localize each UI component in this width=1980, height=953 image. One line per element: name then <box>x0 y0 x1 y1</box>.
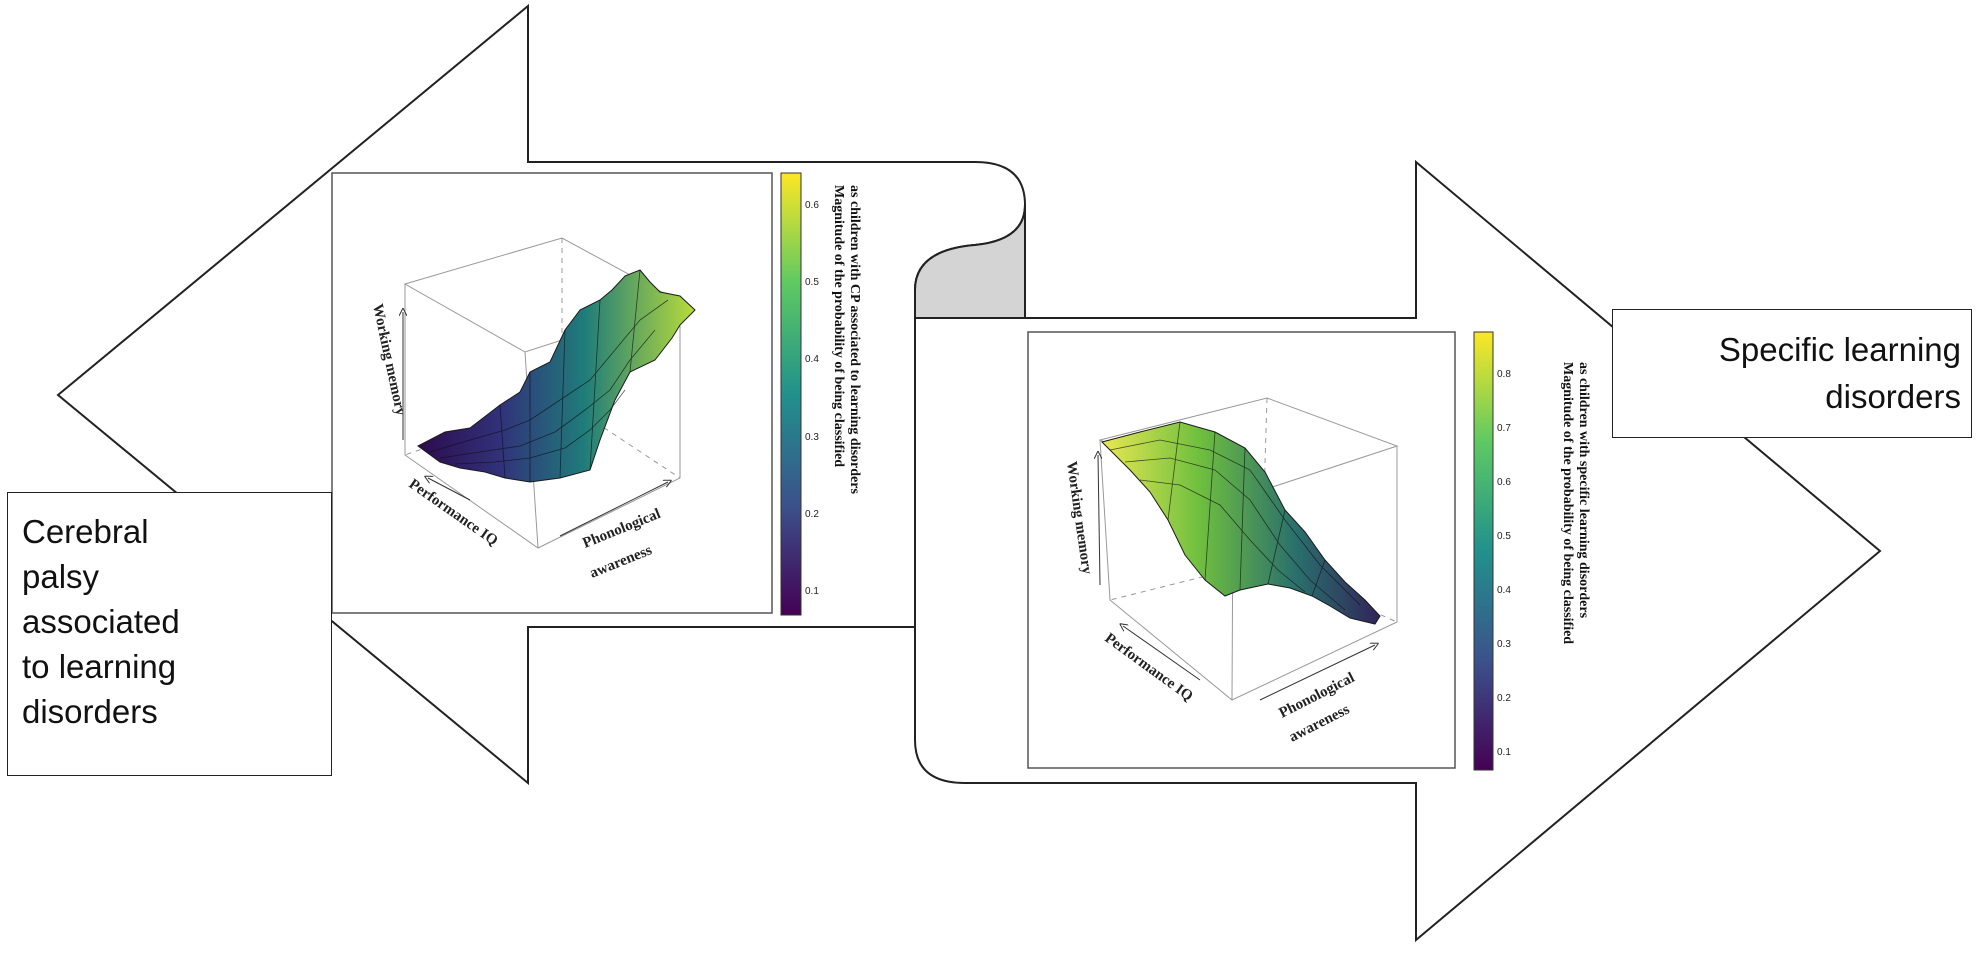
plot-right-tick-0.2: 0.2 <box>1497 693 1511 704</box>
plot-right-tick-0.6: 0.6 <box>1497 477 1511 488</box>
plot-right-tick-0.7: 0.7 <box>1497 423 1511 434</box>
left-category-line-1: Cerebral <box>22 513 149 550</box>
plot-left-axis-performance-arrow <box>428 478 471 501</box>
plot-right-axis-performance-arrow <box>1123 626 1201 681</box>
plot-right-colorbar-title-2: as children with specific learning disor… <box>1576 362 1591 619</box>
plot-right-colorbar-ticks: 0.1 0.2 0.3 0.4 0.5 0.6 0.7 0.8 <box>1497 369 1511 758</box>
left-category-box: Cerebral palsy associated to learning di… <box>7 492 332 776</box>
right-category-box: Specific learning disorders <box>1612 309 1972 438</box>
plot-right-tick-0.3: 0.3 <box>1497 639 1511 650</box>
plot-left-tick-0.5: 0.5 <box>805 277 819 288</box>
left-category-line-2: palsy <box>22 558 100 595</box>
plot-left-tick-0.3: 0.3 <box>805 432 819 443</box>
plot-left-tick-0.1: 0.1 <box>805 586 819 597</box>
right-category-line-1: Specific learning <box>1718 331 1961 368</box>
plot-right-surface-lines <box>1109 421 1361 611</box>
plot-left-colorbar <box>780 172 802 616</box>
plot-left-colorbar-ticks: 0.1 0.2 0.3 0.4 0.5 0.6 <box>805 200 819 597</box>
plot-right-axis-phonological-arrow <box>1259 645 1375 701</box>
plot-left-tick-0.6: 0.6 <box>805 200 819 211</box>
plot-right-tick-0.8: 0.8 <box>1497 369 1511 380</box>
plot-left-axis-phonological-arrow <box>559 482 668 537</box>
plot-right-colorbar <box>1473 331 1494 771</box>
plot-right-tick-0.4: 0.4 <box>1497 585 1511 596</box>
plot-left: Working memory Performance IQ Phonologic… <box>331 172 862 616</box>
ribbon-fold <box>914 204 1026 319</box>
plot-left-tick-0.4: 0.4 <box>805 354 819 365</box>
left-category-line-4: to learning <box>22 648 177 685</box>
plot-left-surface-lines <box>429 269 669 482</box>
plot-left-tick-0.2: 0.2 <box>805 509 819 520</box>
plot-right: Working memory Performance IQ Phonologic… <box>1027 331 1591 771</box>
plot-right-axis-working-memory-arrow <box>1098 455 1100 586</box>
plot-right-tick-0.1: 0.1 <box>1497 747 1511 758</box>
plot-right-colorbar-title-1: Magnitude of the probability of being cl… <box>1560 362 1575 644</box>
plot-right-surface <box>1101 421 1381 625</box>
plot-left-colorbar-title-2: as children with CP associated to learni… <box>847 185 862 494</box>
plot-right-tick-0.5: 0.5 <box>1497 531 1511 542</box>
right-category-line-2: disorders <box>1825 378 1961 415</box>
left-category-line-3: associated <box>22 603 180 640</box>
plot-left-colorbar-title-1: Magnitude of the probability of being cl… <box>831 185 846 467</box>
left-category-line-5: disorders <box>22 693 158 730</box>
